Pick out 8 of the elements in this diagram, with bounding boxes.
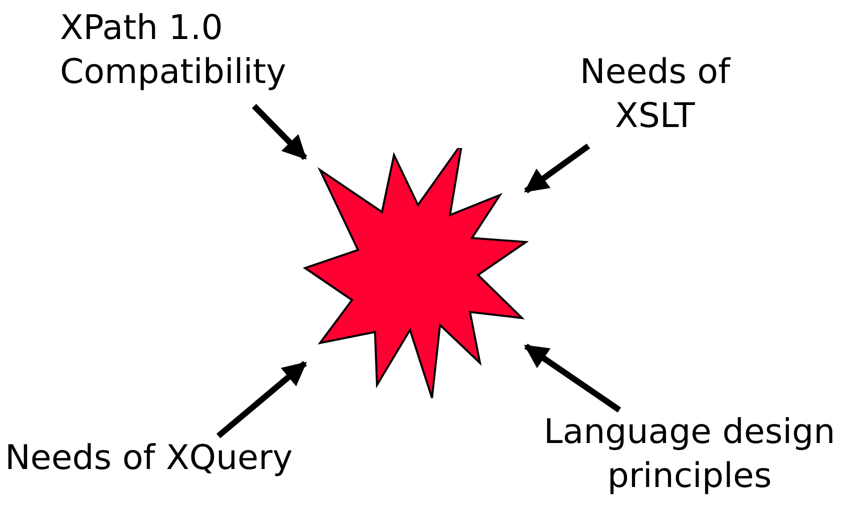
- node-label: Language design principles: [542, 411, 836, 498]
- arrow: [252, 104, 308, 160]
- node-label: Needs of XQuery: [5, 437, 294, 480]
- arrow: [524, 344, 622, 412]
- node-label: XPath 1.0 Compatibility: [60, 7, 288, 94]
- arrow: [524, 144, 590, 194]
- node-label: Needs of XSLT: [578, 51, 732, 138]
- arrow: [216, 360, 307, 438]
